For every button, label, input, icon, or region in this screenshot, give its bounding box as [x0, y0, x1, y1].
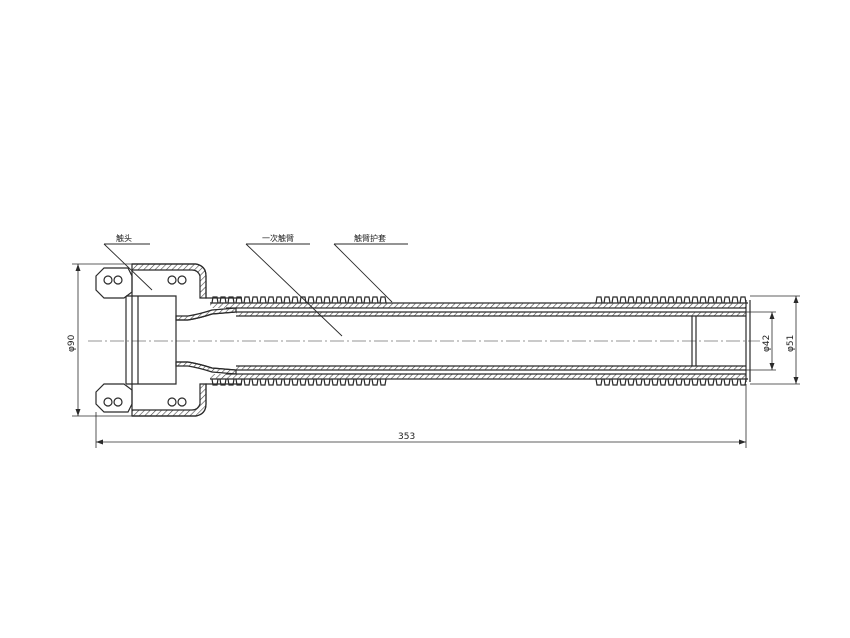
dim-overall-length: 353	[398, 432, 415, 442]
sheath-rib	[627, 378, 635, 386]
sheath-rib	[611, 296, 619, 304]
sheath-rib	[323, 378, 331, 386]
sheath-rib	[339, 296, 347, 304]
sheath-rib	[251, 296, 259, 304]
label-primary-arm: 一次触臂	[262, 233, 294, 243]
sheath-rib	[699, 378, 707, 386]
dim-inner-diameter-tail: φ42	[762, 335, 772, 352]
sheath-rib	[715, 378, 723, 386]
dimension-lines	[72, 263, 800, 448]
sheath-rib	[691, 296, 699, 304]
sheath-rib	[219, 296, 227, 304]
sheath-rib	[211, 378, 219, 386]
label-arm-sheath: 触臂护套	[354, 233, 386, 243]
sheath-rib	[307, 296, 315, 304]
sheath-rib	[283, 296, 291, 304]
sheath-rib	[619, 296, 627, 304]
sheath-rib	[347, 378, 355, 386]
sheath-rib	[331, 296, 339, 304]
sheath-rib	[235, 296, 243, 304]
sheath-rib	[691, 378, 699, 386]
sheath-rib	[659, 296, 667, 304]
sheath-rib	[675, 378, 683, 386]
sheath-rib	[275, 378, 283, 386]
sheath-rib	[371, 296, 379, 304]
sheath-rib	[363, 378, 371, 386]
sheath-rib	[643, 296, 651, 304]
label-contact: 触头	[116, 233, 132, 243]
sheath-rib	[299, 378, 307, 386]
sheath-rib	[251, 378, 259, 386]
sheath-rib	[707, 378, 715, 386]
sheath-rib	[739, 378, 747, 386]
dim-outer-diameter-head: φ90	[67, 334, 77, 352]
sheath-rib	[683, 296, 691, 304]
sheath-rib	[259, 296, 267, 304]
dimension-arrows	[75, 264, 799, 445]
sheath-rib	[619, 378, 627, 386]
sheath-rib	[227, 296, 235, 304]
sheath-rib	[731, 296, 739, 304]
sheath-rib	[347, 296, 355, 304]
sheath-rib	[235, 378, 243, 386]
sheath-rib	[307, 378, 315, 386]
sheath-rib	[291, 378, 299, 386]
sheath-rib	[299, 296, 307, 304]
leader-lines	[103, 243, 408, 337]
sheath-rib	[643, 378, 651, 386]
sheath-rib	[275, 296, 283, 304]
sheath-rib	[355, 296, 363, 304]
sheath-rib	[731, 378, 739, 386]
sheath-rib	[227, 378, 235, 386]
sheath-rib	[315, 378, 323, 386]
sheath-rib	[667, 378, 675, 386]
sheath-rib	[259, 378, 267, 386]
sheath-rib	[339, 378, 347, 386]
sheath-rib	[315, 296, 323, 304]
sheath-rib	[371, 378, 379, 386]
sheath-rib	[243, 378, 251, 386]
sheath-rib	[211, 296, 219, 304]
sheath-rib	[723, 378, 731, 386]
sheath-rib	[699, 296, 707, 304]
sheath-rib	[595, 296, 603, 304]
sheath-rib	[331, 378, 339, 386]
sheath-rib	[715, 296, 723, 304]
contact-head	[95, 267, 187, 413]
sheath-rib	[603, 378, 611, 386]
sheath-rib	[611, 378, 619, 386]
sheath-rib	[659, 378, 667, 386]
sheath-rib	[219, 378, 227, 386]
arm-sheath	[131, 263, 751, 417]
sheath-rib	[603, 296, 611, 304]
sheath-rib	[379, 296, 387, 304]
sheath-rib	[667, 296, 675, 304]
sheath-rib	[243, 296, 251, 304]
dim-outer-diameter-tail: φ51	[786, 335, 796, 352]
sheath-ribs	[211, 296, 747, 386]
sheath-rib	[323, 296, 331, 304]
sheath-rib	[291, 296, 299, 304]
sheath-rib	[363, 296, 371, 304]
sheath-rib	[379, 378, 387, 386]
sheath-rib	[635, 296, 643, 304]
sheath-rib	[267, 296, 275, 304]
sheath-rib	[355, 378, 363, 386]
sheath-rib	[283, 378, 291, 386]
sheath-rib	[267, 378, 275, 386]
sheath-rib	[707, 296, 715, 304]
sheath-rib	[683, 378, 691, 386]
sheath-rib	[739, 296, 747, 304]
sheath-rib	[635, 378, 643, 386]
sheath-rib	[723, 296, 731, 304]
sheath-rib	[595, 378, 603, 386]
sheath-rib	[651, 296, 659, 304]
sheath-rib	[627, 296, 635, 304]
sheath-rib	[651, 378, 659, 386]
sheath-rib	[675, 296, 683, 304]
